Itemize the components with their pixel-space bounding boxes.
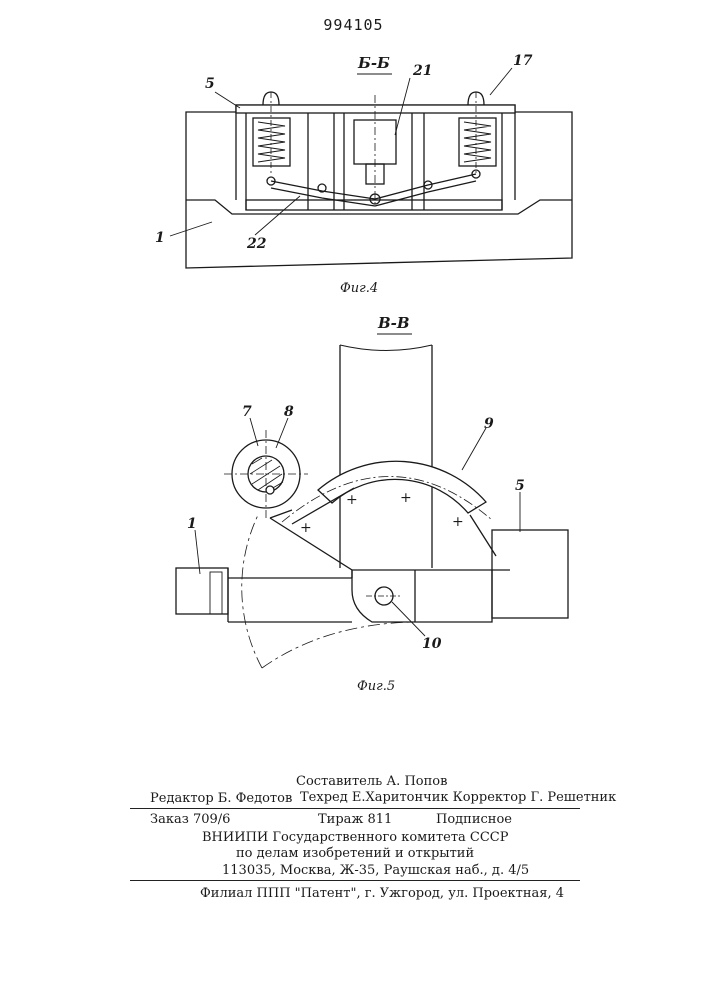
svg-text:+: + [346,492,358,508]
fig5-label-7: 7 [242,404,252,420]
fig5-label-5: 5 [515,478,525,494]
fig5-label-1: 1 [187,516,197,532]
fig5-label-8: 8 [284,404,294,420]
svg-text:+: + [400,490,412,506]
fig4-label-22: 22 [246,236,267,252]
column [340,345,432,568]
fig4-frame [186,105,572,268]
editor-line: Редактор Б. Федотов [150,791,292,806]
fig5-label-10: 10 [422,636,442,652]
beam-1 [176,568,352,622]
fig4-section-label: Б-Б [357,54,390,72]
figure-5: В-В + + + + [176,314,568,694]
address-line: 113035, Москва, Ж-35, Раушская наб., д. … [222,863,529,878]
toggle-links-22 [271,174,476,206]
svg-text:+: + [300,520,312,536]
fig5-section-label: В-В [377,314,410,332]
institute-line: ВНИИПИ Государственного комитета СССР [202,830,509,845]
fig5-label-9: 9 [484,416,494,432]
svg-text:+: + [452,514,464,530]
fig4-label-21: 21 [412,63,432,79]
subscription-line: Подписное [436,812,512,827]
fig4-caption: Фиг.4 [340,281,378,296]
beam-5 [492,530,568,618]
figure-4: Б-Б [155,53,572,296]
fig4-label-1: 1 [155,230,165,246]
footer-rule-top [130,808,580,809]
fig4-label-17: 17 [513,53,533,69]
hinge-10 [352,570,492,622]
segment-9: + + + + [282,461,496,556]
fig4-label-5: 5 [205,76,215,92]
circulation-line: Тираж 811 [318,812,392,827]
order-line: Заказ 709/6 [150,812,230,827]
department-line: по делам изобретений и открытий [236,846,474,861]
roller-7 [224,430,308,518]
compiler-line: Составитель А. Попов [296,774,447,789]
branch-line: Филиал ППП "Патент", г. Ужгород, ул. Про… [200,886,564,901]
techred-corrector-line: Техред Е.Харитончик Корректор Г. Решетни… [300,790,616,805]
footer-rule-bottom [130,880,580,881]
fig5-caption: Фиг.5 [357,679,395,694]
